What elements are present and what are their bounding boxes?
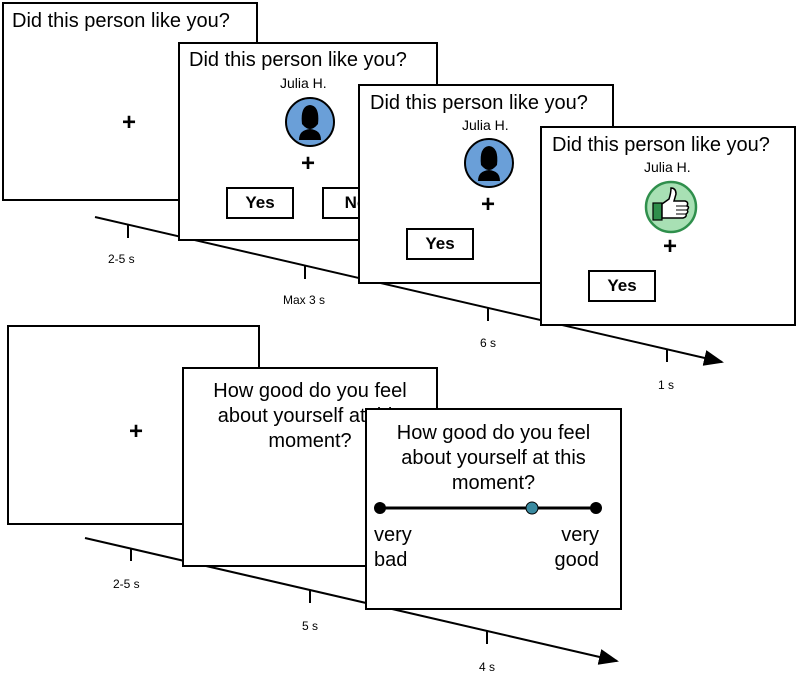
avatar-icon: [285, 97, 335, 147]
rating-question: How good do you feel about yourself at t…: [184, 379, 436, 454]
timeline-arrow-top: [94, 216, 724, 366]
anchor-line: good: [554, 549, 600, 571]
question-line: about yourself at this: [401, 447, 586, 469]
duration-label: Max 3 s: [283, 293, 326, 307]
fixation-cross: +: [663, 233, 678, 260]
anchor-high-label: very good: [555, 523, 600, 573]
duration-label: 6 s: [480, 336, 497, 350]
screen-feedback: Did this person like you? Julia H. + Yes: [540, 126, 796, 326]
question-line: moment?: [268, 430, 352, 452]
person-name: Julia H.: [644, 159, 691, 175]
fixation-cross: +: [129, 418, 144, 445]
slider-marker[interactable]: [525, 501, 539, 515]
yes-button[interactable]: Yes: [588, 270, 656, 302]
avatar-icon: [464, 138, 514, 188]
question-line: moment?: [451, 472, 536, 494]
thumbs-up-icon: [644, 180, 698, 234]
duration-label: 1 s: [658, 378, 675, 392]
duration-label: 4 s: [479, 660, 496, 674]
rating-slider[interactable]: [367, 496, 620, 520]
question-line: How good do you feel: [213, 380, 407, 402]
question-line: about yourself at this: [217, 405, 403, 427]
duration-label: 2-5 s: [108, 252, 135, 266]
anchor-line: bad: [374, 549, 408, 571]
fixation-cross: +: [122, 109, 137, 136]
rating-question: How good do you feel about yourself at t…: [367, 421, 620, 496]
question-text: Did this person like you?: [370, 92, 588, 114]
question-text: Did this person like you?: [552, 134, 770, 156]
fixation-cross: +: [481, 191, 496, 218]
fixation-cross: +: [301, 150, 316, 177]
screen-rating-slider: How good do you feel about yourself at t…: [365, 408, 622, 610]
slider-endpoint: [590, 502, 602, 514]
anchor-low-label: very bad: [374, 523, 412, 573]
anchor-line: very: [561, 524, 599, 546]
duration-label: 2-5 s: [113, 577, 140, 591]
question-text: Did this person like you?: [189, 49, 407, 71]
person-name: Julia H.: [462, 117, 509, 133]
question-line: How good do you feel: [396, 422, 591, 444]
person-name: Julia H.: [280, 75, 327, 91]
question-text: Did this person like you?: [12, 10, 230, 32]
yes-button[interactable]: Yes: [406, 228, 474, 260]
duration-label: 5 s: [302, 619, 319, 633]
slider-endpoint: [374, 502, 386, 514]
yes-button[interactable]: Yes: [226, 187, 294, 219]
timeline-arrow-bottom: [84, 537, 619, 665]
anchor-line: very: [374, 524, 412, 546]
